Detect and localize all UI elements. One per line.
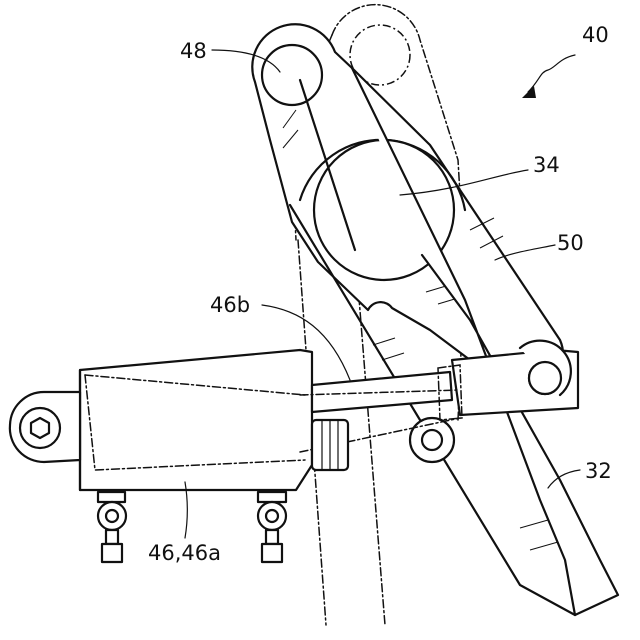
actuator-cylinder bbox=[80, 350, 462, 490]
leader-40 bbox=[528, 55, 575, 92]
pivot-48-bore bbox=[262, 45, 322, 105]
label-40: 40 bbox=[582, 23, 609, 47]
left-clevis bbox=[10, 392, 80, 462]
label-46-46a: 46,46a bbox=[148, 541, 221, 565]
label-50: 50 bbox=[557, 231, 584, 255]
label-32: 32 bbox=[585, 459, 612, 483]
arrow-40-head bbox=[522, 86, 536, 98]
label-46b: 46b bbox=[210, 293, 250, 317]
label-34: 34 bbox=[533, 153, 560, 177]
mount-foot-right bbox=[258, 492, 286, 562]
mount-foot-left bbox=[98, 492, 126, 562]
label-48: 48 bbox=[180, 39, 207, 63]
